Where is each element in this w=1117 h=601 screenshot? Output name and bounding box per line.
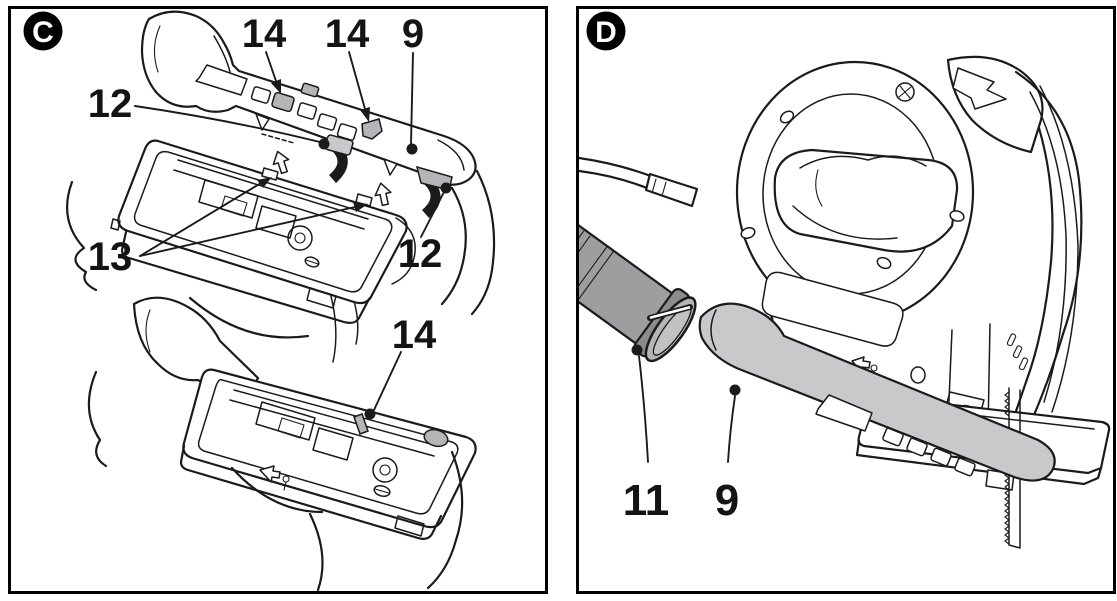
cover-arrow-window — [815, 394, 873, 432]
clip-14-installed — [353, 413, 369, 435]
cover-window — [250, 86, 272, 104]
callout-label-12-left: 12 — [88, 82, 133, 126]
callout-label-13: 13 — [88, 235, 133, 279]
callout-label-9: 9 — [402, 12, 424, 56]
cover-part-9-d-drawing — [698, 302, 1056, 482]
cover-window — [296, 102, 318, 120]
callout-label-9-d: 9 — [715, 476, 739, 525]
left-arrow-icon — [259, 465, 281, 483]
base-plate-installed-drawing — [87, 296, 477, 591]
arrow-emblem-icon — [952, 67, 1007, 110]
badge-letter-c: C — [32, 16, 54, 49]
clip-14-left — [271, 91, 295, 113]
power-cord-drawing — [579, 156, 699, 208]
panel-c-drawing: 14 14 9 12 13 12 14 C — [23, 10, 496, 591]
base-plate-top-drawing — [110, 133, 416, 324]
cover-part-9-drawing — [140, 10, 496, 316]
cover-window — [930, 447, 952, 467]
badge-circle — [586, 11, 626, 51]
badge-circle — [23, 11, 63, 51]
cover-window — [316, 113, 338, 131]
up-arrow-icon-left — [272, 150, 290, 175]
callout-label-14-c: 14 — [392, 313, 437, 357]
clip-tab-top-edge — [300, 82, 320, 98]
cover-window — [906, 437, 928, 457]
plug-button — [423, 428, 449, 448]
cover-arrow-window — [195, 64, 248, 96]
cover-window — [882, 427, 904, 447]
callout-label-12-right: 12 — [398, 232, 443, 276]
up-arrow-icon-right — [374, 182, 392, 207]
figure-panel-c: 14 14 9 12 13 12 14 C — [8, 6, 548, 594]
catch-notch-left — [261, 167, 279, 181]
callout-leaders-c — [134, 51, 452, 420]
panel-badge-c: C — [23, 11, 63, 51]
hose-part-11-drawing — [579, 216, 697, 363]
badge-letter-d: D — [595, 16, 617, 49]
figure-panel-d: 11 9 D — [576, 6, 1116, 594]
cover-window — [954, 457, 976, 477]
clip-14-right — [361, 118, 383, 140]
callout-leaders-d — [631, 344, 741, 463]
callout-label-14-a: 14 — [242, 12, 287, 56]
panel-d-drawing: 11 9 D — [579, 11, 1111, 549]
callout-label-14-b: 14 — [325, 12, 370, 56]
insertion-guide-mark — [647, 304, 693, 321]
vent-opening — [761, 271, 904, 347]
callout-label-11: 11 — [623, 476, 670, 525]
panel-badge-d: D — [586, 11, 626, 51]
